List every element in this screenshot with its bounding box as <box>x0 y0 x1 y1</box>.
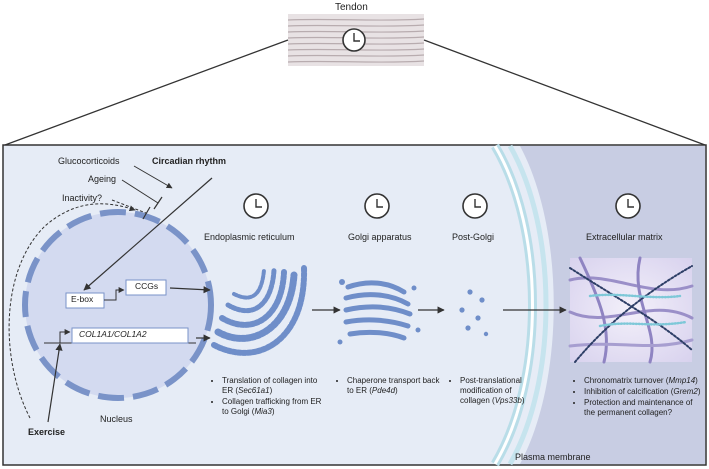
er-clock-icon <box>243 193 269 219</box>
glucocorticoid-arrow <box>133 165 173 189</box>
post-golgi-vesicles <box>459 289 489 337</box>
tendon-clock-icon <box>342 28 366 52</box>
tendon-tissue <box>287 14 425 66</box>
ecm-bullet-turnover: Chronomatrix turnover (Mmp14) <box>584 376 704 386</box>
inactivity-inhibition <box>111 199 151 220</box>
ageing-label: Ageing <box>88 174 117 184</box>
circadian-arrow <box>83 177 213 291</box>
ecm-bullets: Chronomatrix turnover (Mmp14) Inhibition… <box>574 376 704 419</box>
collagen-gene-construct <box>44 327 196 344</box>
ebox-label: E-box <box>71 294 94 304</box>
nucleus <box>22 209 214 401</box>
ccg-to-er-arrow <box>169 286 211 294</box>
golgi-apparatus-illustration <box>343 280 413 341</box>
golgi-vesicles <box>337 279 421 345</box>
er-bullets: Translation of collagen into ER (Sec61a1… <box>212 376 324 418</box>
ebox-gene-construct <box>65 279 167 309</box>
plasma-membrane-label: Plasma membrane <box>515 452 591 462</box>
golgi-bullet-chaperone: Chaperone transport back to ER (Pde4d) <box>347 376 443 396</box>
ccgs-label: CCGs <box>135 281 159 291</box>
collagen-genes-label: COL1A1/COL1A2 <box>79 329 147 339</box>
zoom-line-right <box>423 39 706 146</box>
er-bullet-trafficking: Collagen trafficking from ER to Golgi (M… <box>222 397 324 417</box>
post-golgi-bullet-modification: Post-translational modification of colla… <box>460 376 526 406</box>
ecm-title: Extracellular matrix <box>586 232 663 242</box>
circadian-rhythm-label: Circadian rhythm <box>152 156 227 166</box>
er-title: Endoplasmic reticulum <box>204 232 295 242</box>
post-golgi-title: Post-Golgi <box>452 232 495 242</box>
golgi-clock-icon <box>364 193 390 219</box>
inactivity-label: Inactivity? <box>62 193 103 203</box>
ecm-clock-icon <box>615 193 641 219</box>
ecm-bullet-calcification: Inhibition of calcification (Grem2) <box>584 387 704 397</box>
glucocorticoids-label: Glucocorticoids <box>58 156 120 166</box>
tendon-title: Tendon <box>335 2 368 13</box>
er-bullet-translation: Translation of collagen into ER (Sec61a1… <box>222 376 324 396</box>
extracellular-matrix-illustration <box>568 256 694 364</box>
exercise-label: Exercise <box>28 427 66 437</box>
post-golgi-bullets: Post-translational modification of colla… <box>450 376 526 407</box>
nucleus-label: Nucleus <box>100 414 133 424</box>
ecm-bullet-protection: Protection and maintenance of the perman… <box>584 398 704 418</box>
exercise-arrow <box>47 343 63 423</box>
golgi-title: Golgi apparatus <box>348 232 412 242</box>
ageing-inhibition <box>121 179 163 210</box>
zoom-line-left <box>4 39 289 146</box>
exercise-dashed-path <box>8 203 136 419</box>
post-golgi-clock-icon <box>462 193 488 219</box>
golgi-bullets: Chaperone transport back to ER (Pde4d) <box>337 376 443 397</box>
endoplasmic-reticulum-illustration <box>211 265 308 356</box>
